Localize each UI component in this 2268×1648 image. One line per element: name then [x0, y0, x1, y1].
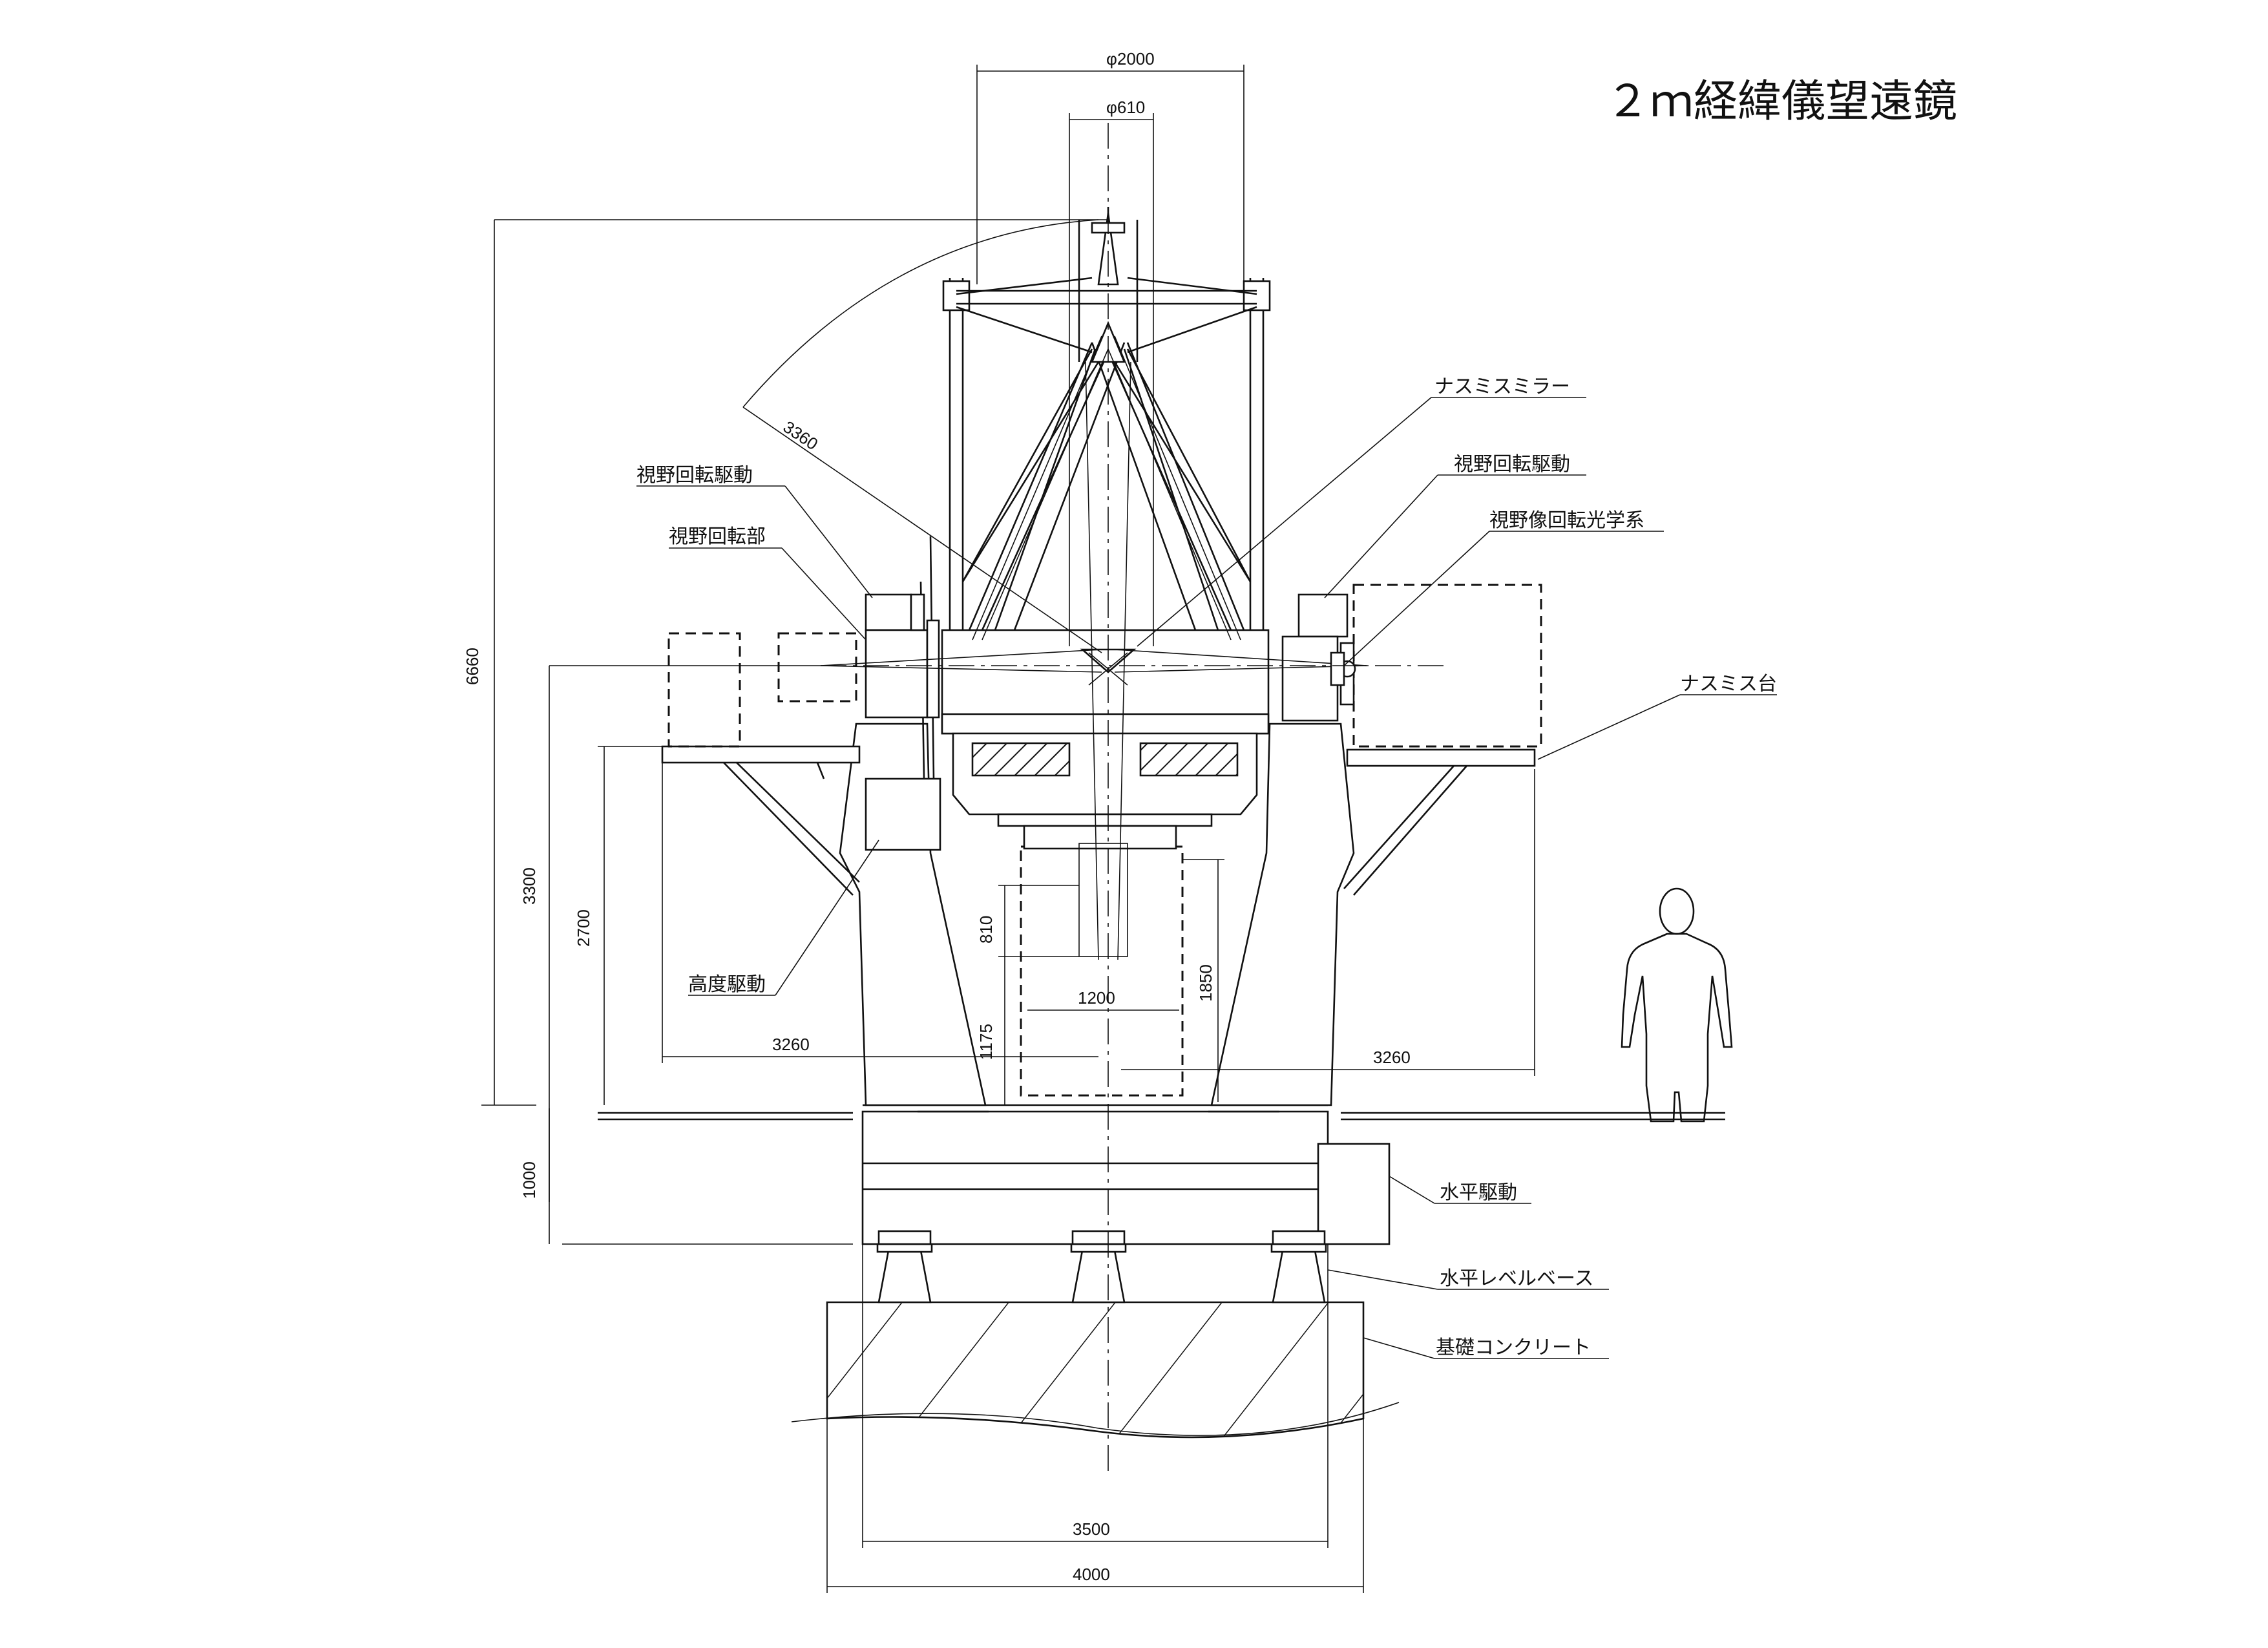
- label-nasmyth-platform: ナスミス台: [1680, 673, 1777, 695]
- label-azimuth-drive: 水平駆動: [1440, 1182, 1517, 1203]
- level-base-feet: [876, 1243, 1327, 1304]
- nasmyth-platform-right: [1343, 748, 1536, 896]
- dim-secondary-diameter: φ610: [1106, 98, 1145, 117]
- dim-total-height: 6660: [463, 648, 482, 685]
- fork-mount: [839, 723, 1355, 1113]
- dim-axis-height: 3300: [520, 867, 539, 905]
- label-fov-rot-drive-left: 視野回転駆動: [636, 465, 753, 486]
- dim-swing-radius: 3360: [780, 417, 822, 454]
- label-image-rot-optics: 視野像回転光学系: [1489, 510, 1644, 531]
- dim-left-reach: 3260: [772, 1035, 810, 1054]
- center-section: [941, 629, 1270, 957]
- field-rotator-left: [865, 593, 940, 719]
- dim-foundation-width: 4000: [1073, 1565, 1110, 1584]
- dim-base-width: 3500: [1073, 1519, 1110, 1539]
- dim-cassegrain-width: 1200: [1078, 988, 1115, 1008]
- human-figure: [1621, 887, 1733, 1123]
- leader-lines: [636, 397, 1777, 1359]
- instrument-boxes: [667, 584, 1542, 1097]
- dim-cassegrain-depth: 1850: [1196, 964, 1215, 1002]
- dim-base-height: 1000: [520, 1161, 539, 1199]
- dimension-lines: [481, 65, 1535, 1593]
- nasmyth-platform-left: [661, 745, 861, 896]
- label-elevation-drive: 高度駆動: [688, 974, 766, 995]
- dim-right-reach: 3260: [1373, 1048, 1411, 1067]
- dim-tube-diameter: φ2000: [1106, 49, 1155, 69]
- label-fov-rot-drive-right: 視野回転駆動: [1454, 454, 1570, 475]
- foundation-concrete: [791, 1301, 1400, 1439]
- drawing-title: ２ｍ経緯儀望遠鏡: [1606, 77, 1957, 126]
- azimuth-base: [861, 1110, 1391, 1245]
- dim-lower-1175: 1175: [976, 1024, 996, 1060]
- label-nasmyth-mirror: ナスミスミラー: [1434, 376, 1570, 397]
- label-foundation: 基礎コンクリート: [1436, 1337, 1591, 1358]
- dim-platform-height: 2700: [574, 909, 593, 947]
- label-level-base: 水平レベルベース: [1440, 1268, 1594, 1289]
- elevation-drive-box: [865, 777, 941, 851]
- dim-lower-810: 810: [976, 916, 996, 944]
- truss-tube: [942, 207, 1271, 631]
- field-rotator-right: [1281, 593, 1355, 722]
- center-lines: [821, 123, 1447, 1474]
- optical-rays: [820, 335, 1367, 960]
- label-fov-rot-unit: 視野回転部: [669, 526, 766, 547]
